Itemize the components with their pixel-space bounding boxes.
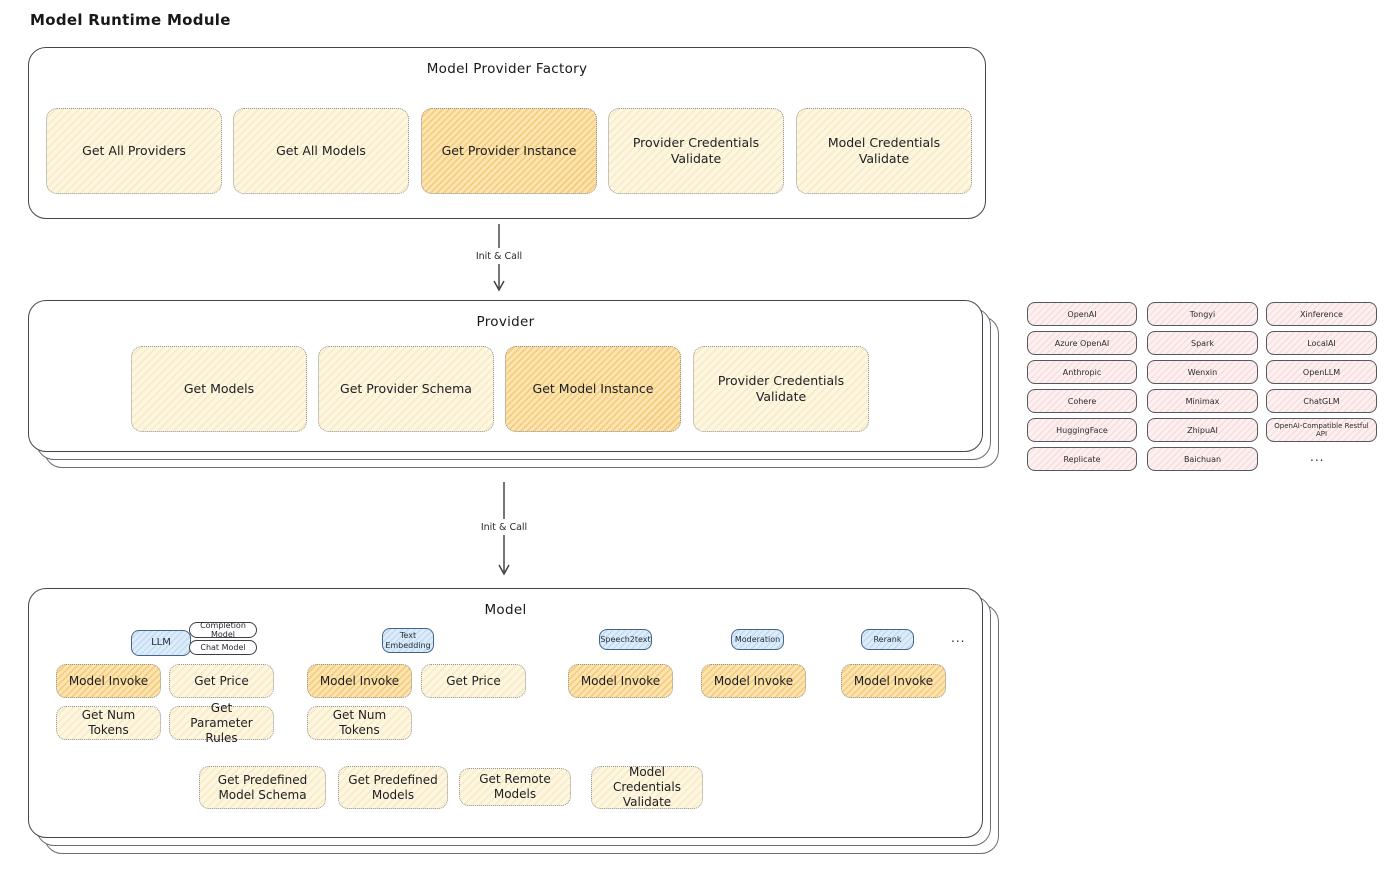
- node-model-invoke-embedding: Model Invoke: [307, 664, 412, 698]
- provider-pill: Anthropic: [1027, 360, 1137, 384]
- node-model-invoke-speech2text: Model Invoke: [568, 664, 673, 698]
- node-model-credentials-validate: Model Credentials Validate: [591, 765, 703, 809]
- provider-pill: Minimax: [1147, 389, 1258, 413]
- tag-speech2text: Speech2text: [599, 629, 652, 650]
- more-providers-ellipsis: ...: [1310, 450, 1325, 464]
- node-get-num-tokens-embedding: Get Num Tokens: [307, 706, 412, 740]
- provider-pill: LocalAI: [1266, 331, 1377, 355]
- provider-pill: OpenAI: [1027, 302, 1137, 326]
- node-provider-credentials-validate-factory: Provider Credentials Validate: [608, 108, 784, 194]
- provider-grid: OpenAI Tongyi Xinference Azure OpenAI Sp…: [1027, 302, 1379, 472]
- init-call-label-bottom: Init & Call: [477, 522, 531, 533]
- node-provider-credentials-validate: Provider Credentials Validate: [693, 346, 869, 432]
- node-model-credentials-validate-factory: Model Credentials Validate: [796, 108, 972, 194]
- node-get-num-tokens-llm: Get Num Tokens: [56, 706, 161, 740]
- node-get-provider-schema: Get Provider Schema: [318, 346, 494, 432]
- tag-moderation: Moderation: [731, 629, 784, 650]
- tag-completion-model: Completion Model: [189, 621, 257, 639]
- node-get-all-models: Get All Models: [233, 108, 409, 194]
- tag-rerank: Rerank: [861, 629, 914, 650]
- node-get-predefined-models: Get Predefined Models: [338, 766, 448, 809]
- node-model-invoke-moderation: Model Invoke: [701, 664, 806, 698]
- provider-pill: Cohere: [1027, 389, 1137, 413]
- model-title: Model: [484, 602, 527, 618]
- factory-box: Model Provider Factory Get All Providers…: [28, 47, 986, 219]
- diagram-title: Model Runtime Module: [30, 11, 231, 29]
- node-get-all-providers: Get All Providers: [46, 108, 222, 194]
- down-arrow-icon: [493, 224, 505, 292]
- node-model-invoke-llm: Model Invoke: [56, 664, 161, 698]
- provider-pill: OpenLLM: [1266, 360, 1377, 384]
- node-get-models: Get Models: [131, 346, 307, 432]
- tag-llm: LLM: [131, 630, 191, 656]
- provider-pill: Tongyi: [1147, 302, 1258, 326]
- node-model-invoke-rerank: Model Invoke: [841, 664, 946, 698]
- provider-pill: Wenxin: [1147, 360, 1258, 384]
- init-call-label-top: Init & Call: [472, 251, 526, 262]
- node-get-model-instance: Get Model Instance: [505, 346, 681, 432]
- provider-title: Provider: [476, 314, 535, 330]
- provider-pill: Replicate: [1027, 447, 1137, 471]
- tag-chat-model: Chat Model: [189, 640, 257, 655]
- provider-pill: ZhipuAI: [1147, 418, 1258, 442]
- provider-pill: Xinference: [1266, 302, 1377, 326]
- node-get-price-llm: Get Price: [169, 664, 274, 698]
- node-get-predefined-model-schema: Get Predefined Model Schema: [199, 766, 326, 809]
- more-model-types-ellipsis: ...: [951, 631, 966, 645]
- provider-pill: Baichuan: [1147, 447, 1258, 471]
- model-box: Model LLM Completion Model Chat Model Te…: [28, 588, 983, 838]
- provider-box: Provider Get Models Get Provider Schema …: [28, 300, 983, 452]
- node-get-remote-models: Get Remote Models: [459, 768, 571, 806]
- factory-title: Model Provider Factory: [426, 61, 588, 77]
- provider-pill: Azure OpenAI: [1027, 331, 1137, 355]
- provider-pill: Spark: [1147, 331, 1258, 355]
- node-get-provider-instance: Get Provider Instance: [421, 108, 597, 194]
- provider-pill: HuggingFace: [1027, 418, 1137, 442]
- tag-text-embedding: Text Embedding: [382, 628, 434, 653]
- provider-pill: OpenAI-Compatible Restful API: [1266, 418, 1377, 442]
- node-get-parameter-rules: Get Parameter Rules: [169, 701, 274, 745]
- down-arrow-icon: [498, 482, 510, 576]
- node-get-price-embedding: Get Price: [421, 664, 526, 698]
- provider-pill: ChatGLM: [1266, 389, 1377, 413]
